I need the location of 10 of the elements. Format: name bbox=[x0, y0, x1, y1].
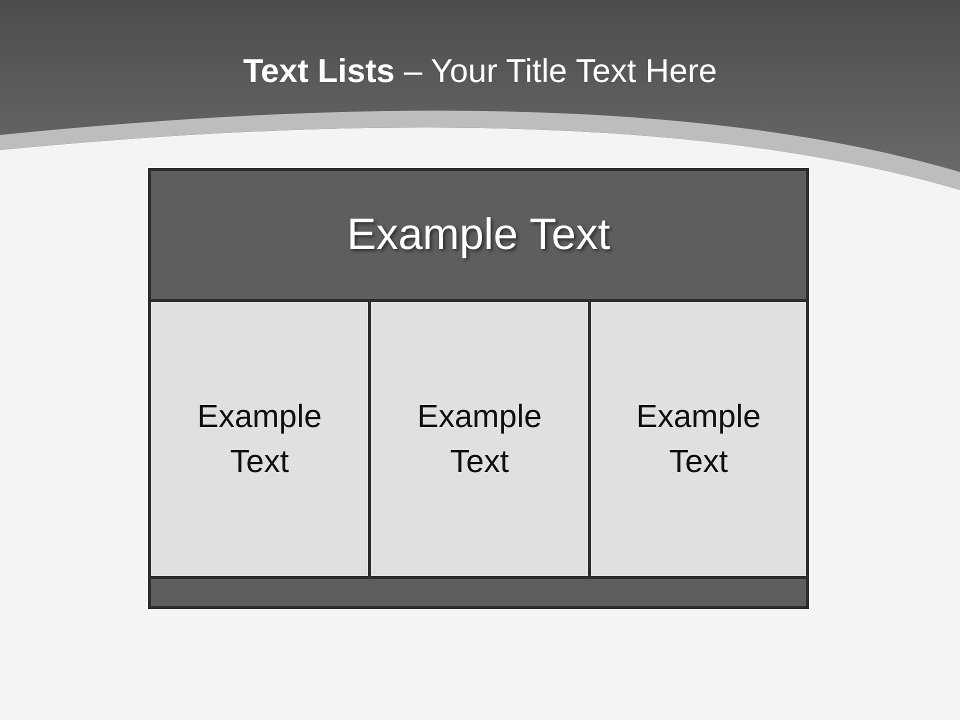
footer-bar bbox=[148, 576, 809, 609]
header-text: Example Text bbox=[346, 210, 610, 260]
content-panel bbox=[148, 299, 371, 579]
panel-text: Example Text bbox=[416, 397, 543, 481]
header-panel bbox=[148, 168, 809, 302]
content-panel bbox=[368, 299, 591, 579]
content-panel bbox=[588, 299, 809, 579]
panel-text: Example Text bbox=[635, 397, 762, 481]
slide-title: Text Lists – Your Title Text Here bbox=[243, 52, 717, 89]
panel-text: Example Text bbox=[196, 397, 323, 481]
